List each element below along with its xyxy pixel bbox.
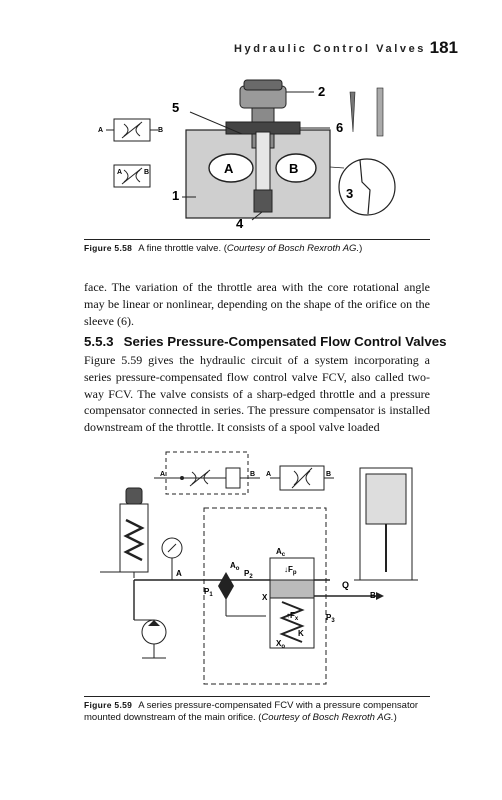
port-a [208,153,254,183]
port-b [275,153,317,183]
svg-text:B: B [158,127,163,134]
figure-5-59-circuit: A B A B A Ao P2 P1 Ac ↓Fp X ↑Fx K Xo Q B… [100,451,418,685]
paragraph: Figure 5.59 gives the hydraulic circuit … [84,353,430,435]
svg-text:↑Fx: ↑Fx [286,611,299,622]
relief-valve [119,503,149,573]
svg-text:2: 2 [318,84,325,99]
svg-text:4: 4 [236,216,244,231]
svg-text:A: A [176,569,182,578]
svg-text:K: K [298,629,304,638]
svg-text:5: 5 [172,100,179,115]
svg-text:X: X [262,593,268,602]
figure-rule [84,239,430,240]
svg-text:6: 6 [336,120,343,135]
figure-5-58-throttle-valve: A B A B A B 1 2 3 4 5 6 [98,79,396,231]
svg-text:P1: P1 [204,587,213,598]
svg-text:Xo: Xo [276,639,285,650]
fcv-symbol-box [165,451,249,495]
running-title: Hydraulic Control Valves [234,43,426,55]
svg-text:P2: P2 [244,569,253,580]
svg-text:B: B [326,471,331,478]
needle-sleeve-icon [376,87,384,137]
figure-label: Figure 5.58 [84,243,133,253]
figure-rule [84,696,430,697]
svg-text:B: B [250,471,255,478]
svg-text:A: A [98,127,103,134]
page-number: 181 [429,38,458,57]
needle-core-icon [349,91,356,133]
paragraph: face. The variation of the throttle area… [84,280,430,328]
svg-text:A: A [266,471,271,478]
svg-text:↓Fp: ↓Fp [284,565,297,576]
svg-text:Ac: Ac [276,547,286,558]
svg-text:B: B [289,161,298,176]
svg-text:B: B [144,169,149,176]
figure-label: Figure 5.59 [84,700,133,710]
pressure-compensator [269,557,315,649]
svg-text:Ao: Ao [230,561,240,572]
svg-text:1: 1 [172,188,179,203]
svg-text:3: 3 [346,186,353,201]
svg-text:A: A [117,169,122,176]
svg-text:A: A [224,161,234,176]
svg-text:B: B [370,591,376,600]
svg-text:Q: Q [342,580,349,590]
svg-text:A: A [160,471,165,478]
svg-text:P3: P3 [326,613,335,624]
